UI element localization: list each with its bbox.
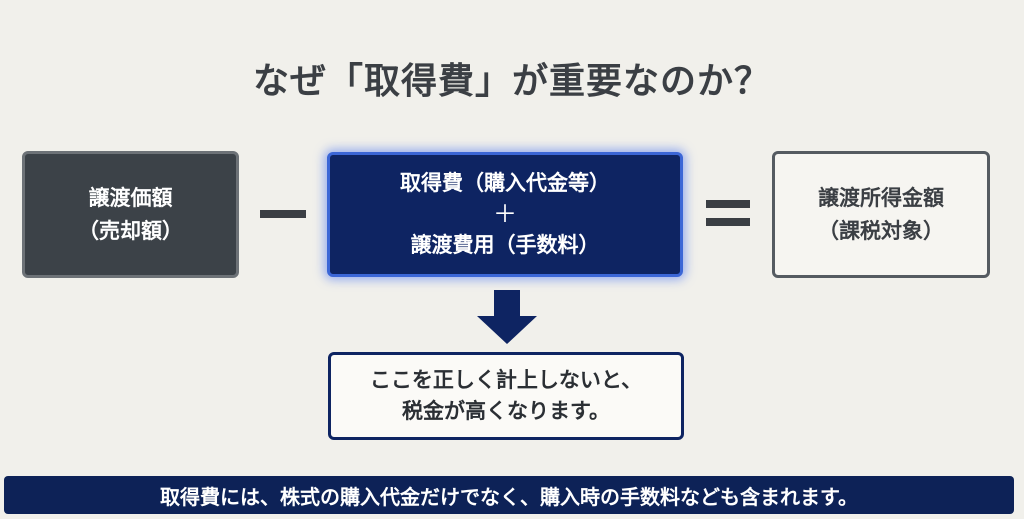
transfer-cost-label: 譲渡費用（手数料） xyxy=(410,233,600,257)
page-title: なぜ「取得費」が重要なのか？ xyxy=(252,61,771,102)
sale-price-label: 譲渡価額 xyxy=(88,185,173,210)
taxable-income-label: 譲渡所得金額 xyxy=(818,185,944,210)
equals-operator-icon xyxy=(706,200,750,208)
footer-note-text: 取得費には、株式の購入代金だけでなく、購入時の手数料なども含まれます。 xyxy=(160,484,858,509)
equals-operator-icon-lower xyxy=(706,218,750,226)
sale-price-sublabel: （売却額） xyxy=(78,218,183,243)
acquisition-cost-label: 取得費（購入代金等） xyxy=(400,171,610,195)
warning-box: ここを正しく計上しないと、 税金が高くなります。 xyxy=(328,352,684,440)
acquisition-cost-box: 取得費（購入代金等） ＋ 譲渡費用（手数料） xyxy=(327,152,683,277)
plus-operator: ＋ xyxy=(493,200,517,228)
down-arrow-icon xyxy=(477,290,537,344)
warning-line-1: ここを正しく計上しないと、 xyxy=(369,368,643,392)
taxable-income-sublabel: （課税対象） xyxy=(818,218,944,243)
taxable-income-box: 譲渡所得金額 （課税対象） xyxy=(772,151,990,278)
sale-price-box: 譲渡価額 （売却額） xyxy=(22,151,239,278)
footer-note-banner: 取得費には、株式の購入代金だけでなく、購入時の手数料なども含まれます。 xyxy=(4,476,1014,514)
minus-operator-icon xyxy=(260,210,306,218)
warning-line-2: 税金が高くなります。 xyxy=(402,399,610,423)
